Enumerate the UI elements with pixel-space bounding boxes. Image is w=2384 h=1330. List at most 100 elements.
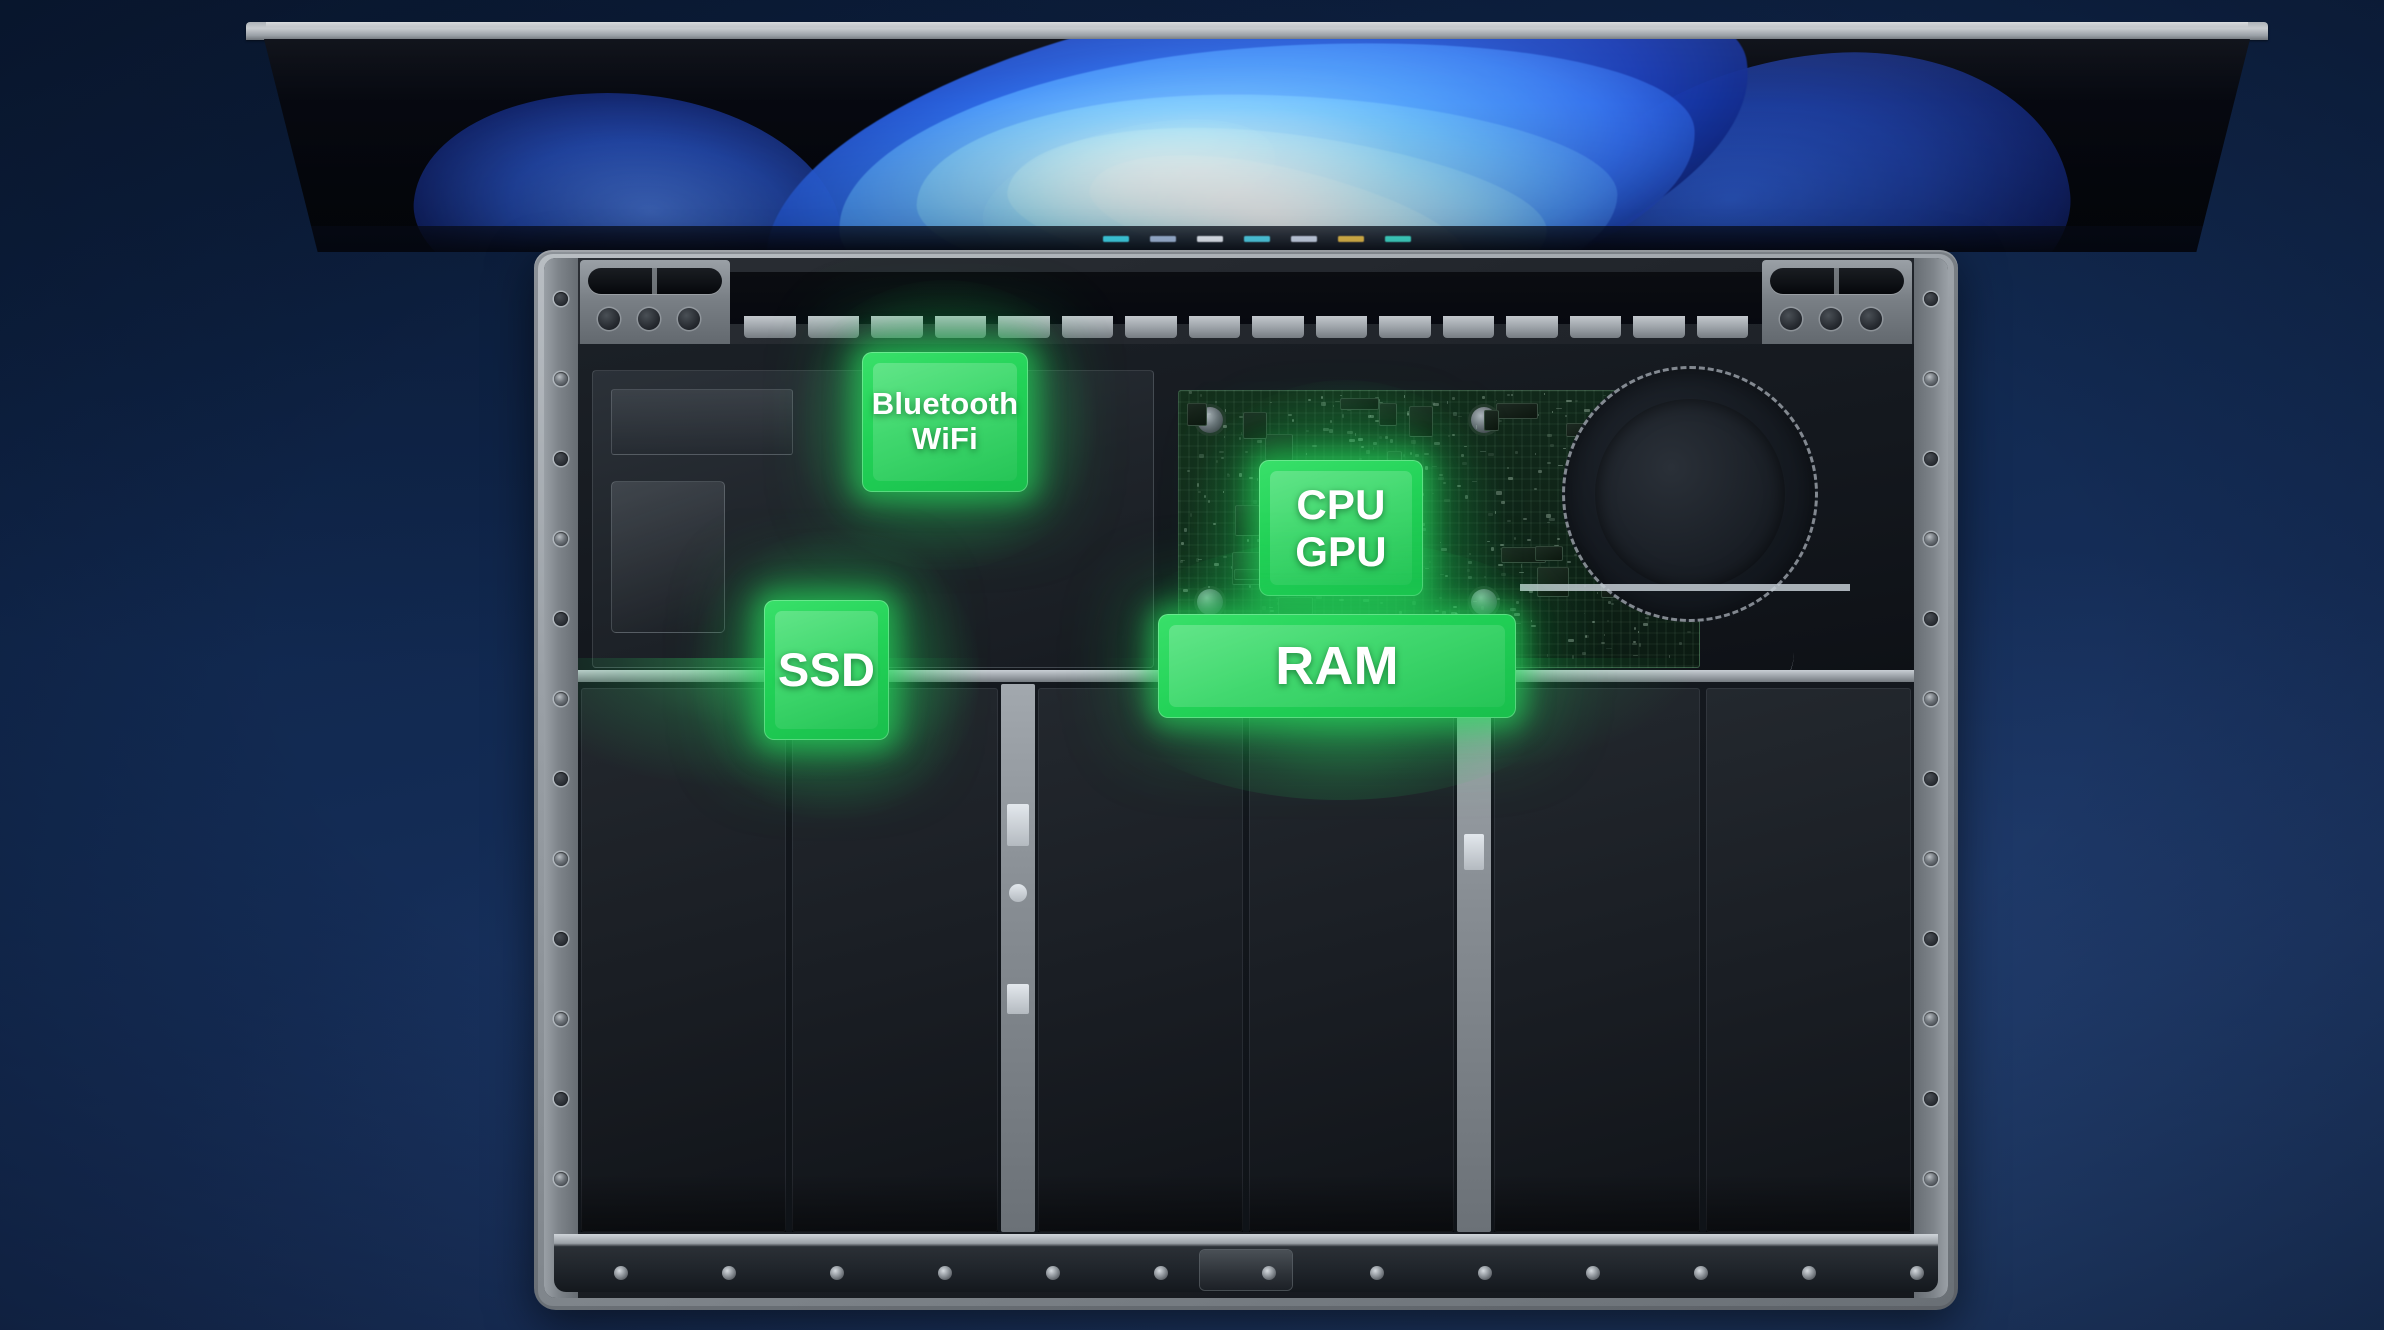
pcb-component: [1372, 447, 1374, 450]
pcb-component: [1292, 419, 1294, 422]
pcb-component: [1584, 408, 1590, 412]
pcb-component: [1221, 456, 1225, 460]
chassis-screw-left-3: [554, 452, 568, 466]
front-lip-screw-9: [1478, 1266, 1492, 1280]
pcb-component: [1256, 477, 1259, 481]
label-ssd-text: SSD: [777, 642, 876, 696]
battery-cell: [1494, 688, 1700, 1232]
pcb-component: [1451, 397, 1456, 400]
pcb-component: [1468, 575, 1472, 580]
taskbar-icon-5[interactable]: [1291, 236, 1317, 242]
pcb-component: [1543, 392, 1546, 395]
pcb-component: [1361, 446, 1365, 448]
pcb-component: [1215, 460, 1219, 464]
taskbar-icon-6[interactable]: [1338, 236, 1364, 242]
pcb-component: [1439, 541, 1441, 543]
pcb-component: [1495, 510, 1497, 514]
vent-fin: [934, 316, 986, 338]
pcb-component: [1547, 521, 1551, 524]
front-lip-screw-8: [1370, 1266, 1384, 1280]
front-lip-screw-6: [1154, 1266, 1168, 1280]
taskbar-icon-1[interactable]: [1103, 236, 1129, 242]
vent-fin: [1061, 316, 1113, 338]
taskbar-icon-7[interactable]: [1385, 236, 1411, 242]
pcb-component: [1442, 610, 1446, 615]
pcb-component: [1222, 555, 1228, 559]
label-ssd[interactable]: SSD: [764, 600, 889, 740]
taskbar[interactable]: [264, 226, 2250, 252]
pcb-component: [1603, 395, 1607, 397]
pcb-component: [1348, 439, 1355, 442]
pcb-component: [1557, 537, 1560, 540]
pcb-component: [1462, 461, 1467, 465]
chassis-screw-left-9: [554, 932, 568, 946]
pcb-chip: [1340, 398, 1379, 410]
front-lip-screw-12: [1802, 1266, 1816, 1280]
cooling-fan: [1562, 366, 1818, 622]
pcb-component: [1486, 540, 1490, 543]
chassis-screw-left-4: [554, 532, 568, 546]
heat-pipe-secondary: [1544, 594, 1794, 674]
pcb-component: [1473, 600, 1478, 603]
chassis-screw-right-4: [1924, 532, 1938, 546]
pcb-component: [1179, 559, 1184, 564]
pcb-component: [1214, 562, 1220, 567]
pcb-component: [1546, 514, 1551, 519]
pcb-component: [1239, 415, 1244, 419]
pcb-component: [1464, 495, 1469, 500]
pcb-component: [1536, 414, 1540, 417]
board-screw-3: [1197, 589, 1223, 615]
taskbar-icon-3[interactable]: [1197, 236, 1223, 242]
pcb-component: [1538, 469, 1543, 474]
chassis-screw-left-12: [554, 1172, 568, 1186]
pcb-component: [1410, 440, 1417, 444]
pcb-component: [1378, 436, 1383, 440]
pcb-component: [1454, 612, 1459, 615]
wireless-shield-plate: [592, 370, 1154, 668]
trackpad-latch: [1200, 1250, 1292, 1290]
vent-fin: [1125, 316, 1177, 338]
pcb-component: [1476, 425, 1478, 429]
front-lip-screw-10: [1586, 1266, 1600, 1280]
pcb-component: [1269, 401, 1273, 404]
pcb-component: [1428, 561, 1432, 563]
pcb-component: [1409, 452, 1413, 456]
taskbar-icon-2[interactable]: [1150, 236, 1176, 242]
hinge-right: [1762, 260, 1912, 356]
pcb-component: [1431, 492, 1434, 494]
vent-fin: [1442, 316, 1494, 338]
pcb-component: [1563, 448, 1566, 450]
divider-connector-3: [1006, 984, 1029, 1014]
chassis-screw-right-2: [1924, 372, 1938, 386]
pcb-component: [1374, 396, 1380, 400]
chassis-screw-left-8: [554, 852, 568, 866]
chassis-screw-left-1: [554, 292, 568, 306]
pcb-component: [1488, 453, 1495, 456]
pcb-component: [1227, 473, 1231, 478]
pcb-chip: [1242, 412, 1268, 439]
hinge-right-pad-2: [1820, 308, 1842, 330]
label-ram[interactable]: RAM: [1158, 614, 1516, 718]
pcb-component: [1432, 402, 1435, 406]
pcb-component: [1411, 600, 1417, 605]
pcb-component: [1341, 414, 1344, 418]
divider-connector-1: [1006, 804, 1029, 846]
pcb-component: [1339, 599, 1345, 601]
pcb-component: [1438, 597, 1443, 599]
pcb-component: [1549, 518, 1556, 522]
pcb-component: [1404, 395, 1406, 399]
pcb-chip: [1378, 402, 1397, 427]
chassis-screw-right-6: [1924, 692, 1938, 706]
pcb-component: [1435, 610, 1440, 613]
heat-pipe: [1520, 584, 1850, 609]
pcb-component: [1484, 575, 1486, 579]
chassis-rail-right: [1914, 258, 1948, 1298]
pcb-component: [1480, 606, 1485, 611]
pcb-component: [1510, 607, 1516, 612]
pcb-chip: [1234, 505, 1260, 536]
pcb-component: [1199, 394, 1202, 397]
taskbar-icon-4[interactable]: [1244, 236, 1270, 242]
